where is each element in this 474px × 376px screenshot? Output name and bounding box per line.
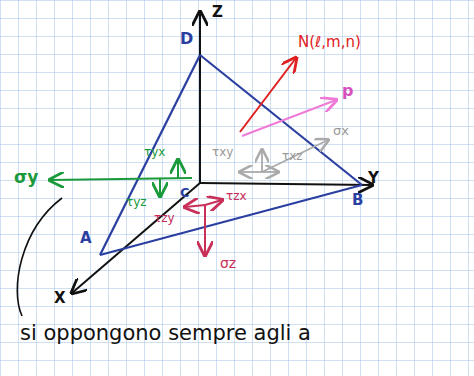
note-text: si oppongono sempre agli a (20, 322, 311, 345)
axis-or-stress-label: Y (368, 170, 379, 187)
tetrahedron-edges (100, 55, 362, 255)
axis-or-stress-label: σy (14, 168, 38, 187)
stress-vector (242, 100, 336, 136)
y-face-stresses (50, 160, 192, 196)
axis-or-stress-label: τxy (212, 146, 233, 159)
axis-or-stress-label: σz (220, 256, 236, 271)
z-face-stresses (185, 200, 222, 255)
axes (72, 12, 372, 293)
axis-or-stress-label: A (80, 230, 92, 247)
axis-or-stress-label: B (352, 192, 363, 209)
x-face-stresses (240, 140, 328, 172)
axis-or-stress-label: C (180, 186, 190, 200)
axis-or-stress-label: X (54, 290, 66, 307)
axis-or-stress-label: p (342, 82, 353, 100)
axis-or-stress-label: N(ℓ,m,n) (298, 34, 361, 51)
axis-or-stress-label: D (180, 30, 193, 48)
normal-vector (240, 58, 296, 132)
axis-or-stress-label: σx (333, 124, 349, 138)
axis-or-stress-label: τyx (144, 146, 165, 159)
axis-or-stress-label: Z (212, 4, 223, 21)
axis-or-stress-label: τzy (154, 212, 175, 225)
axis-or-stress-label: τyz (126, 196, 147, 209)
axis-or-stress-label: τxz (282, 150, 303, 163)
axis-or-stress-label: τzx (226, 190, 247, 203)
